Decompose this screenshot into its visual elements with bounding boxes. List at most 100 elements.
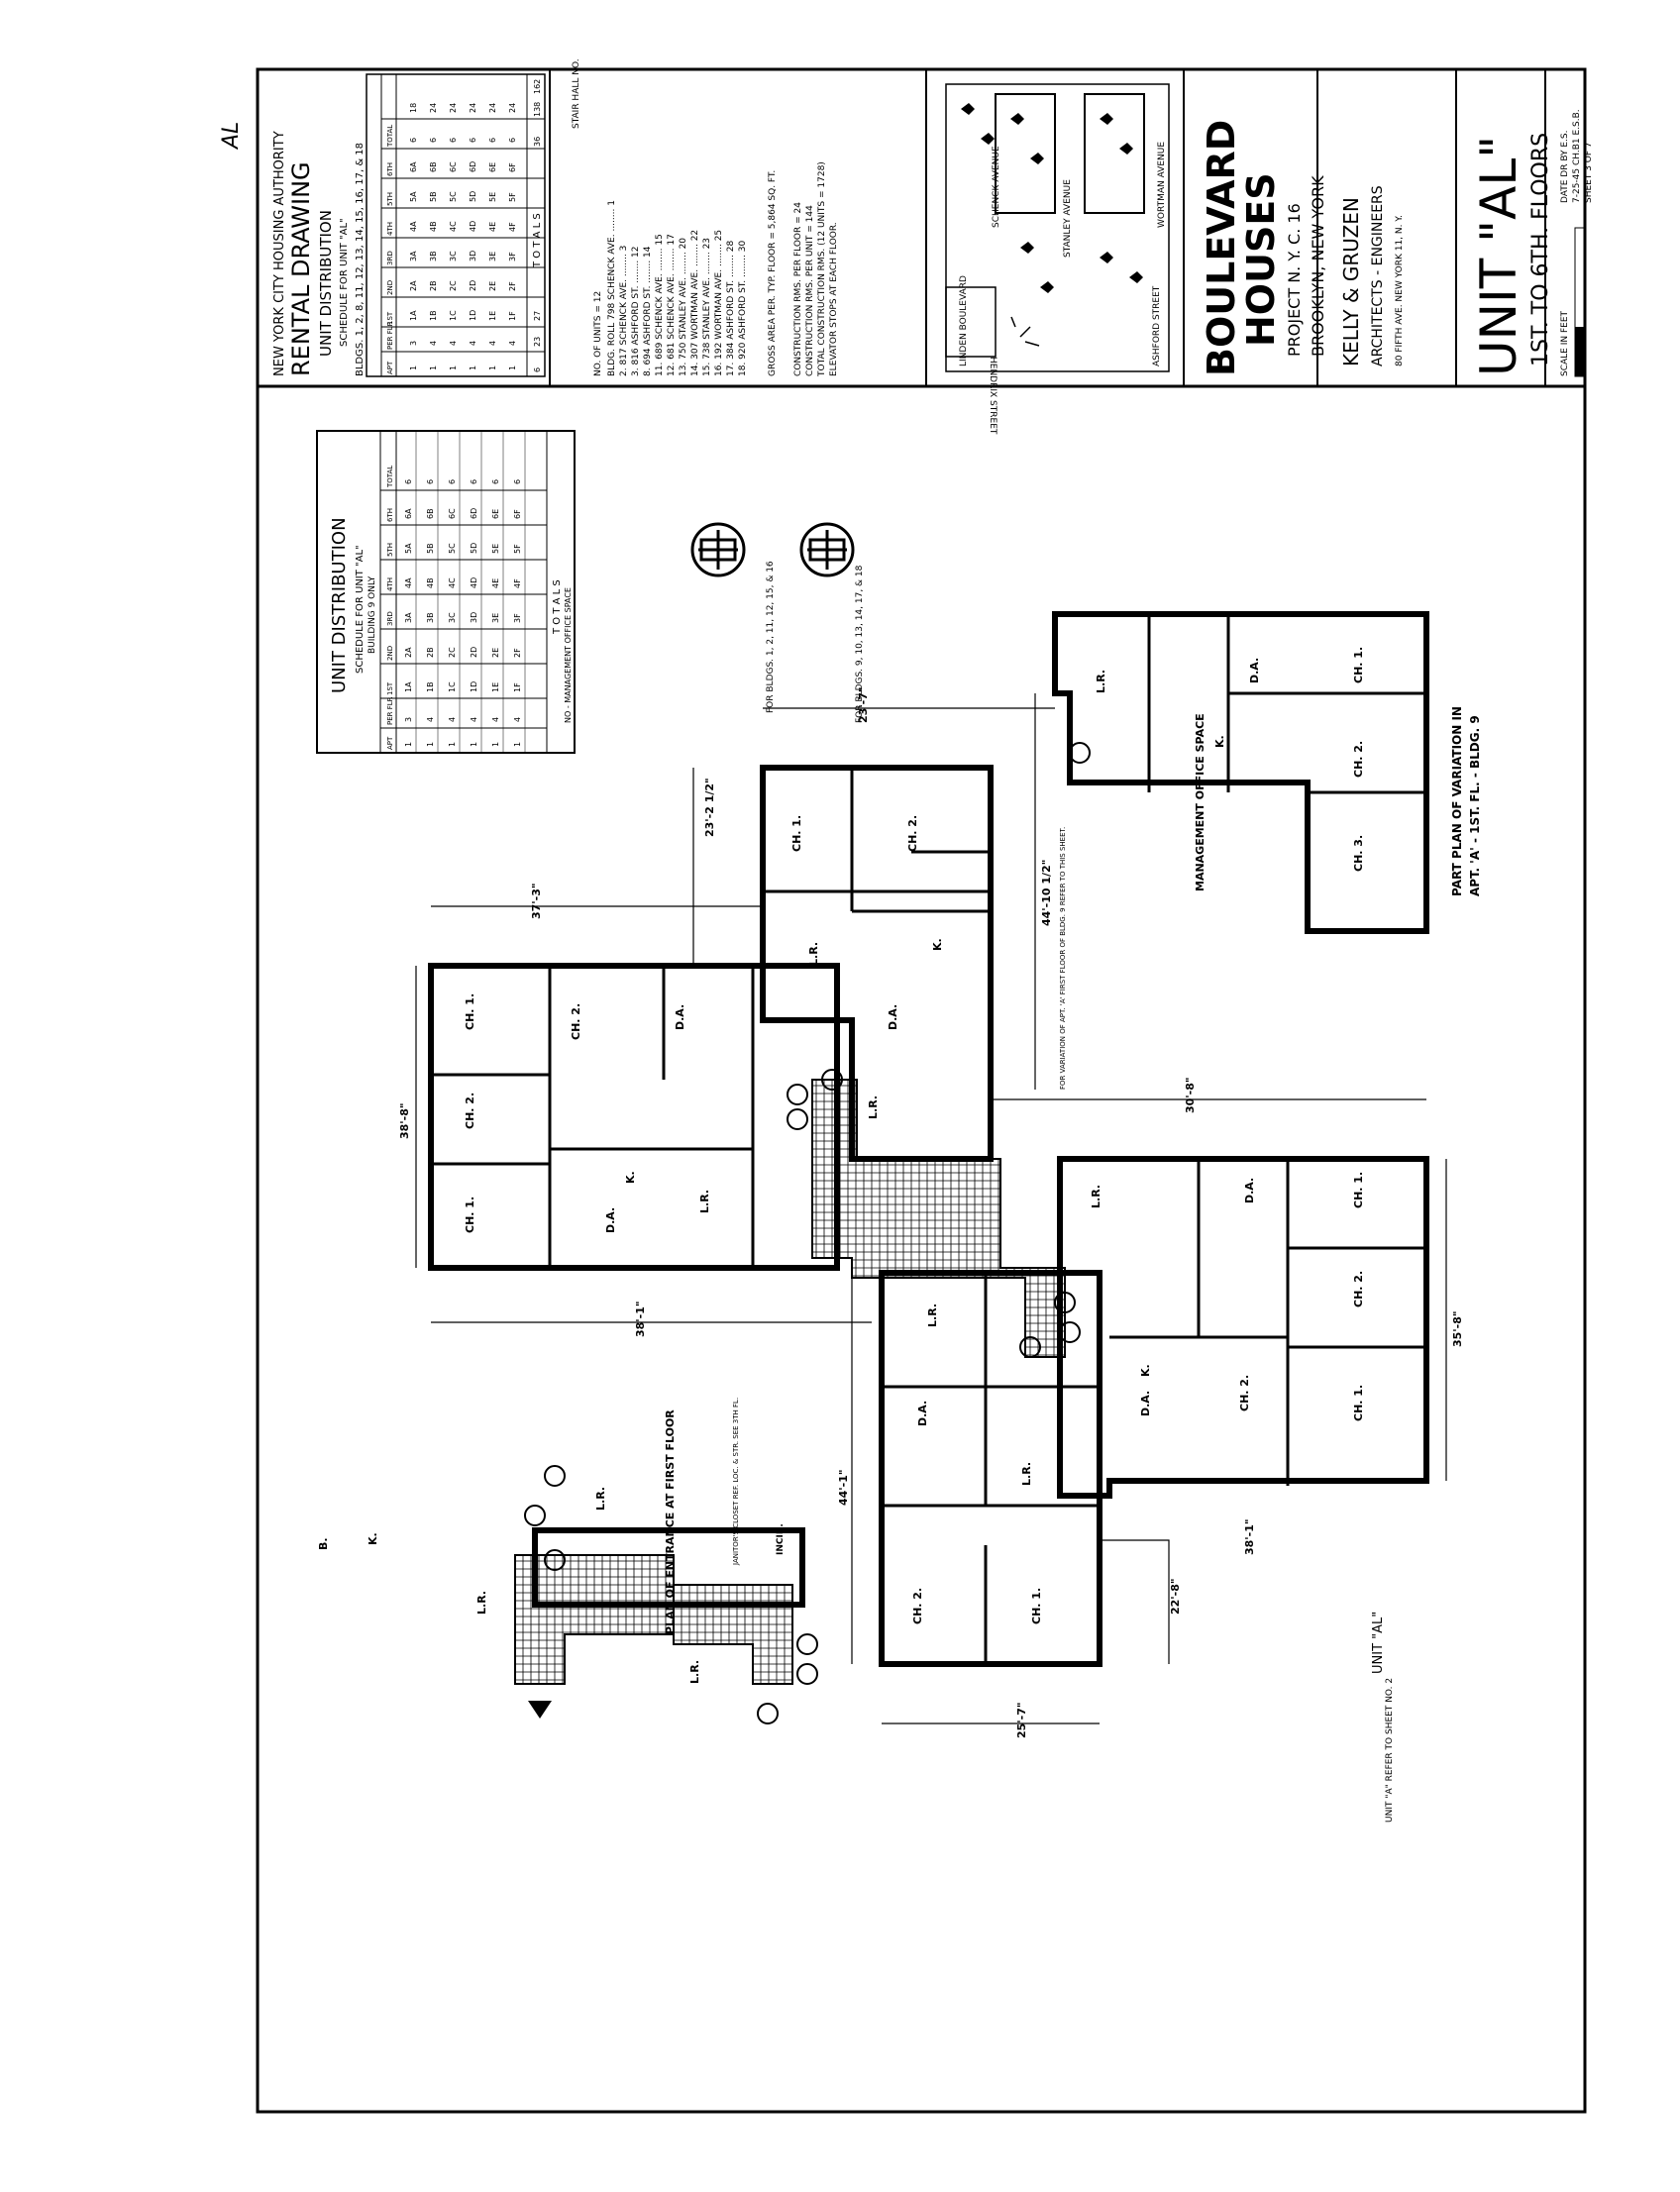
bldg9-col-header: 3RD bbox=[386, 611, 394, 626]
unit-al-side-label: UNIT "AL" bbox=[1371, 1612, 1386, 1674]
room-ch1-g: CH. 1. bbox=[1030, 1588, 1043, 1624]
dim-38-1-a: 38'-1" bbox=[634, 1301, 647, 1337]
management-office-label: MANAGEMENT OFFICE SPACE bbox=[1194, 713, 1207, 891]
room-k-b: K. bbox=[931, 938, 944, 951]
bldg9-table-cell: 4 bbox=[448, 717, 457, 722]
main-table-cell: 4 bbox=[508, 341, 517, 346]
stair-entry: 12. 681 SCHENCK AVE. ........ 17 bbox=[667, 234, 677, 376]
bldg9-table-cell: 1F bbox=[513, 682, 522, 692]
main-table-cell: 6 bbox=[488, 138, 497, 143]
room-da-a: D.A. bbox=[674, 1004, 686, 1030]
bldg9-col-header: PER FLR bbox=[386, 696, 394, 725]
scale-date-block: SCALE IN FEET DATE DR BY E.S. 7-25-45 CH… bbox=[1560, 109, 1594, 377]
main-table-cell: 6E bbox=[488, 162, 497, 172]
bldg9-table-cell: 5E bbox=[491, 544, 500, 554]
architect-block: KELLY & GRUZEN ARCHITECTS - ENGINEERS 80… bbox=[1339, 185, 1405, 366]
symbol-markers bbox=[524, 742, 1091, 1724]
room-ch1-d: CH. 1. bbox=[1352, 647, 1365, 683]
room-ch2-e: CH. 2. bbox=[1352, 1271, 1365, 1307]
room-ch2-g: CH. 2. bbox=[911, 1588, 924, 1624]
bldg9-col-header: APT bbox=[386, 736, 394, 750]
stair-entry: 2. 817 SCHENCK AVE. ........ 3 bbox=[619, 246, 629, 376]
main-table-cell: 4F bbox=[508, 222, 517, 232]
room-lr-g: L.R. bbox=[1020, 1462, 1033, 1486]
room-k-c: K. bbox=[1213, 735, 1226, 748]
bldg9-table-cell: 3B bbox=[426, 612, 435, 623]
north-arrow-a: FOR BLDGS. 1, 2, 11, 12, 15, & 16 bbox=[690, 522, 776, 713]
main-total-cell: 23 bbox=[533, 337, 542, 347]
title-strip: NEW YORK CITY HOUSING AUTHORITY RENTAL D… bbox=[272, 58, 1594, 434]
main-table-cell: 5F bbox=[508, 192, 517, 202]
authority-text: NEW YORK CITY HOUSING AUTHORITY bbox=[272, 131, 287, 376]
main-col-header: APT bbox=[386, 361, 394, 374]
room-labels: CH. 1. CH. 2. CH. 1. CH. 2. D.A. K. D.A.… bbox=[317, 647, 1365, 1684]
stair-hall-hatched bbox=[514, 1079, 1066, 1685]
bldg9-table-cell: 6 bbox=[426, 479, 435, 484]
room-k-d: K. bbox=[1139, 1364, 1152, 1377]
stair-entry: 16. 192 WORTMAN AVE. ........ 25 bbox=[714, 230, 724, 376]
bldg9-table-cell: 6E bbox=[491, 509, 500, 519]
bldg9-col-header: 5TH bbox=[386, 543, 394, 557]
main-table-cell: 3C bbox=[449, 251, 458, 261]
dim-23-2: 23'-2 1/2" bbox=[703, 778, 716, 837]
main-table-cell: 3A bbox=[409, 251, 418, 261]
main-table-cell: 4 bbox=[449, 341, 458, 346]
main-table-cell: 4D bbox=[469, 221, 477, 232]
dim-37-3: 37'-3" bbox=[530, 883, 543, 919]
room-ch3: CH. 3. bbox=[1352, 835, 1365, 872]
bldg9-table-cell: 6 bbox=[470, 479, 478, 484]
dim-22-8: 22'-8" bbox=[1169, 1578, 1182, 1615]
room-lr-a: L.R. bbox=[698, 1190, 711, 1213]
project-name-2: HOUSES bbox=[1239, 172, 1283, 347]
north-arrow-b: FOR BLDGS. 9, 10, 13, 14, 17, & 18 bbox=[799, 522, 865, 723]
main-table-cell: 3B bbox=[429, 251, 438, 261]
entrance-plan-label: PLAN OF ENTRANCE AT FIRST FLOOR bbox=[664, 1409, 677, 1634]
main-table-cell: 3 bbox=[409, 341, 418, 346]
bldg9-heading: UNIT DISTRIBUTION bbox=[329, 517, 350, 693]
dimension-lines bbox=[415, 693, 1447, 1724]
bldg9-table-cell: 6D bbox=[470, 508, 478, 519]
unit-title: UNIT "AL" bbox=[1470, 136, 1527, 376]
bldg9-table-cell: 4E bbox=[491, 578, 500, 588]
main-table-cell: 4A bbox=[409, 221, 418, 232]
bldg9-table-cell: 4C bbox=[448, 577, 457, 588]
elevator-note: ELEVATOR STOPS AT EACH FLOOR. bbox=[829, 222, 839, 376]
room-ch2-b: CH. 2. bbox=[570, 1003, 582, 1040]
bldg9-totals-label: T O T A L S bbox=[552, 579, 563, 635]
stair-no-units: NO. OF UNITS = 12 bbox=[593, 291, 603, 376]
main-table-cell: 5D bbox=[469, 191, 477, 202]
main-table-cell: 1 bbox=[429, 365, 438, 370]
room-ch2-c: CH. 2. bbox=[906, 815, 919, 852]
stair-entry: 14. 307 WORTMAN AVE. ........ 22 bbox=[690, 230, 700, 376]
main-table-cell: 6 bbox=[508, 138, 517, 143]
main-table-cell: 6 bbox=[469, 138, 477, 143]
bldg9-col-header: TOTAL bbox=[386, 466, 394, 488]
main-col-header: TOTAL bbox=[386, 125, 394, 148]
stair-entry: 8. 694 ASHFORD ST. ........ 14 bbox=[643, 246, 653, 376]
main-table-cell: 1 bbox=[409, 365, 418, 370]
handwritten-mark: AL bbox=[219, 122, 244, 151]
unit-dist-heading: UNIT DISTRIBUTION bbox=[317, 210, 335, 357]
interior-partitions bbox=[431, 614, 1426, 1664]
project-location: BROOKLYN, NEW YORK bbox=[1309, 175, 1327, 357]
bldg9-table-cell: 3A bbox=[404, 612, 413, 623]
bldg9-table-cell: 6C bbox=[448, 508, 457, 519]
bldg9-table-cell: 1 bbox=[404, 742, 413, 747]
main-table-cell: 1D bbox=[469, 310, 477, 321]
room-da-c: D.A. bbox=[887, 1004, 899, 1030]
stair-entry: 15. 738 STANLEY AVE. ........ 23 bbox=[702, 238, 712, 376]
room-da-f: D.A. bbox=[1139, 1391, 1152, 1416]
main-table-cell: 24 bbox=[488, 103, 497, 113]
street-label: HENDRIX STREET bbox=[988, 357, 998, 435]
main-table-cell: 1 bbox=[449, 365, 458, 370]
room-ch1-f: CH. 1. bbox=[1352, 1385, 1365, 1421]
bldg9-col-header: 2ND bbox=[386, 646, 394, 661]
room-ch2-f: CH. 2. bbox=[1238, 1375, 1251, 1411]
room-da-e: D.A. bbox=[1243, 1178, 1256, 1203]
main-table-cell: 2B bbox=[429, 280, 438, 291]
bldg9-table-cell: 1E bbox=[491, 682, 500, 692]
svg-text:FOR BLDGS. 9, 10, 13, 14, 17,: FOR BLDGS. 9, 10, 13, 14, 17, & 18 bbox=[855, 565, 865, 723]
unit-title-block: UNIT "AL" 1ST. TO 6TH. FLOORS bbox=[1470, 133, 1553, 376]
bldg9-col-header: 1ST bbox=[386, 681, 394, 695]
main-table-cell: 3F bbox=[508, 252, 517, 261]
